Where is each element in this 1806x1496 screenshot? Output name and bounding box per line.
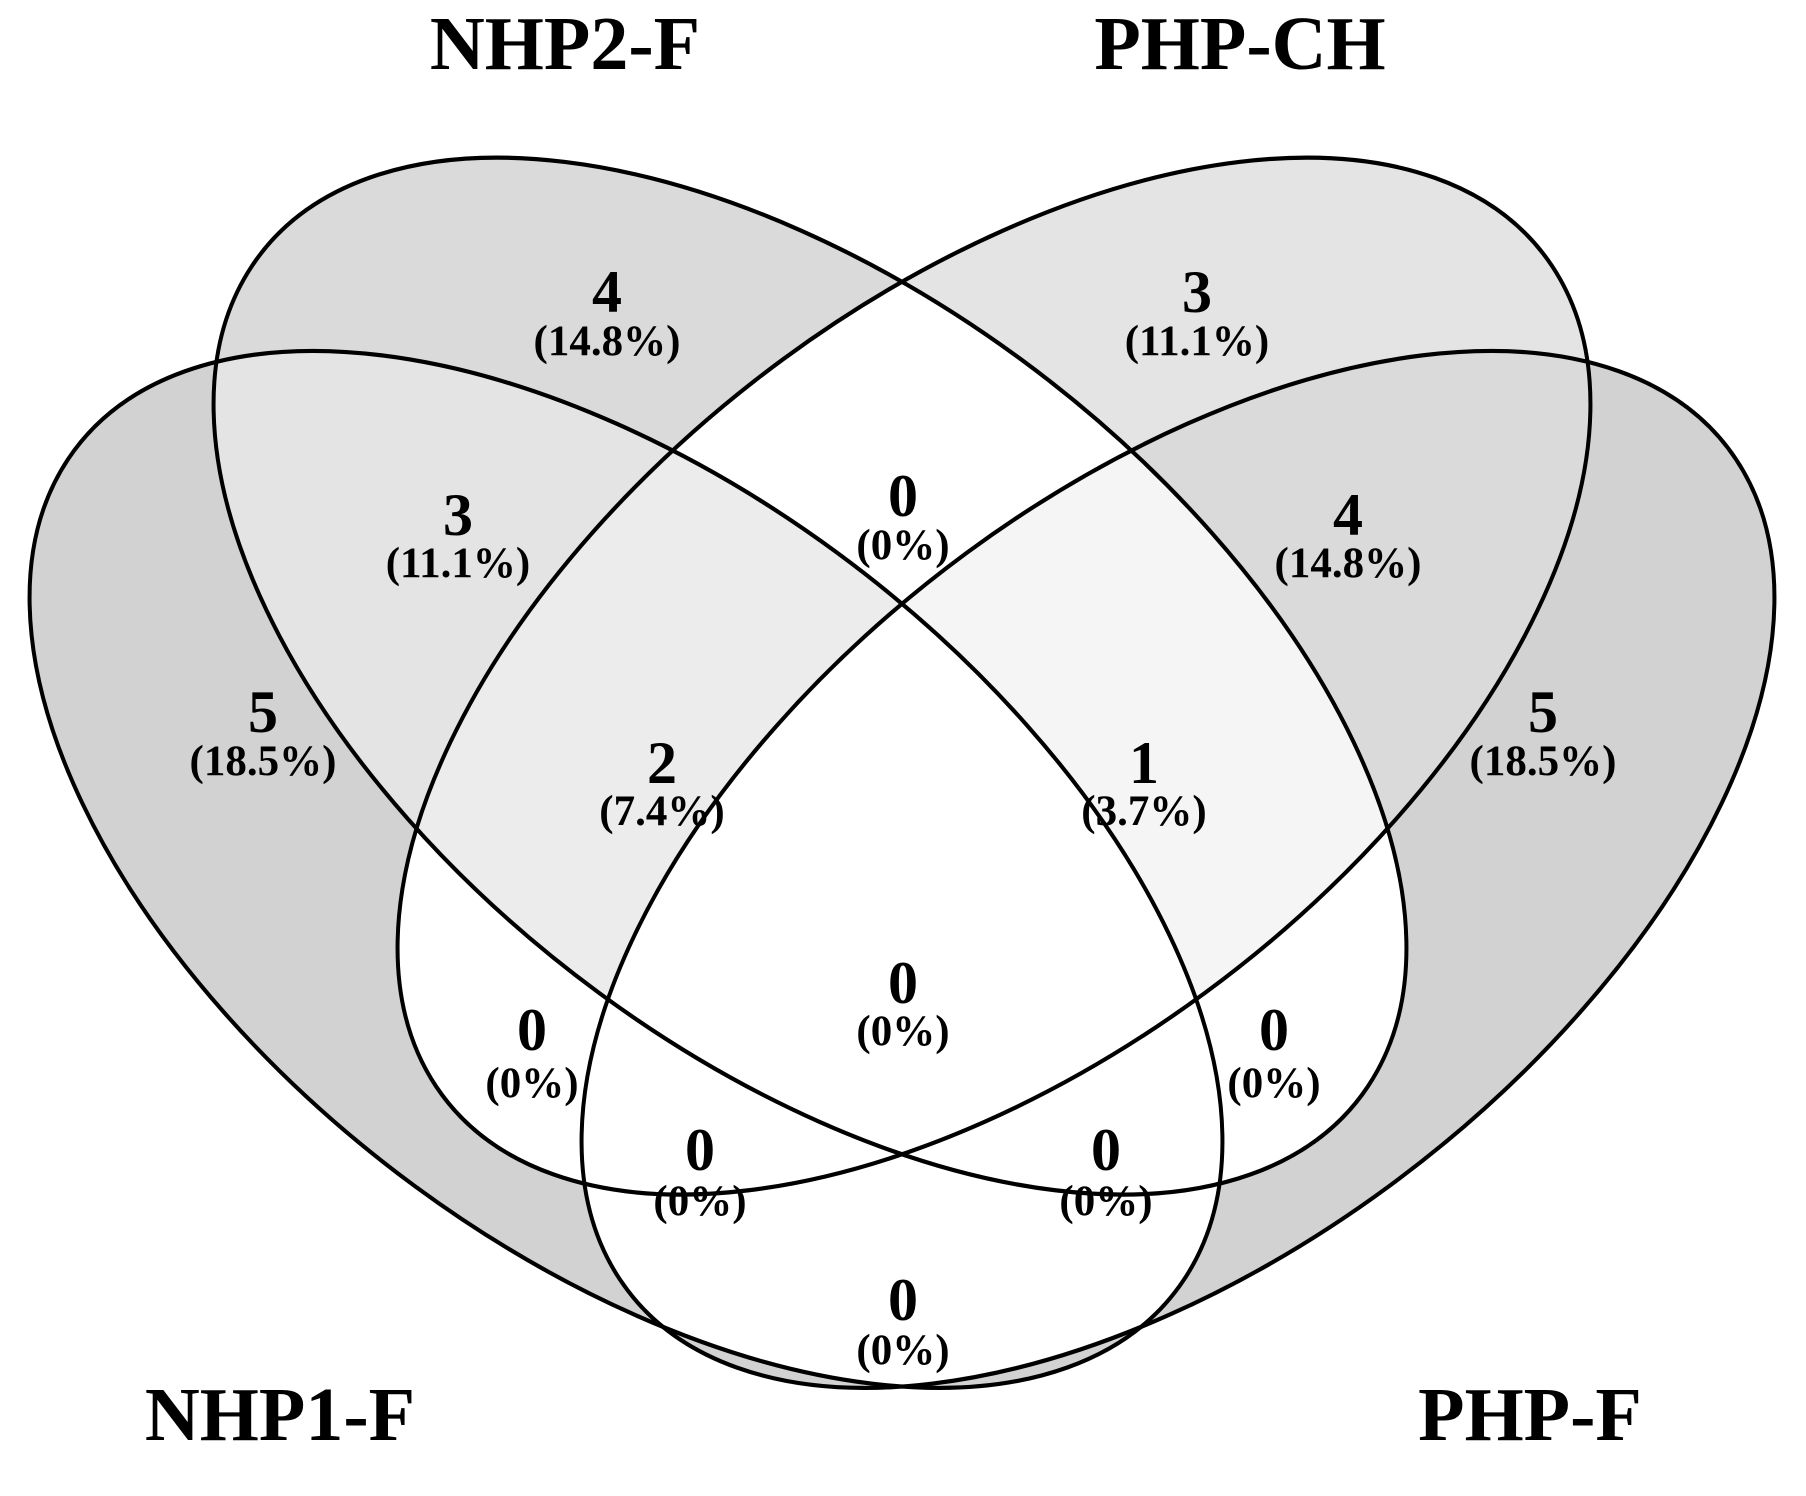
region-nhp2f-pct: (14.8%) [534, 318, 681, 365]
region-nhp2f-phpch-count: 0 [888, 463, 918, 529]
region-nhp2f-phpf-pct: (0%) [1227, 1060, 1320, 1107]
region-nhp1f-nhp2f-phpf-count: 0 [1091, 1117, 1121, 1183]
region-nhp2f-phpch-phpf-pct: (3.7%) [1081, 788, 1206, 835]
region-nhp1f-phpch-phpf-pct: (0%) [653, 1178, 746, 1225]
region-nhp2f-phpch-phpf-count: 1 [1129, 730, 1159, 796]
ellipse-outline-nhp2f [211, 155, 1409, 1197]
region-nhp1f-nhp2f-pct: (11.1%) [386, 540, 531, 587]
region-nhp2f-phpf-count: 0 [1259, 997, 1289, 1063]
region-nhp1f-phpch-pct: (0%) [485, 1060, 578, 1107]
region-nhp1f-phpch-phpf-count: 0 [685, 1117, 715, 1183]
ellipse-outline-phpf [579, 348, 1777, 1390]
region-phpch-pct: (11.1%) [1125, 318, 1270, 365]
region-nhp1f-nhp2f-phpch-count: 2 [647, 730, 677, 796]
region-nhp1f-nhp2f-phpf-pct: (0%) [1059, 1178, 1152, 1225]
region-nhp1f-nhp2f-count: 3 [443, 482, 473, 548]
set-label-phpch: PHP-CH [1094, 2, 1385, 86]
ellipse-outline-nhp1f [27, 348, 1225, 1390]
ellipse-outline-phpch [395, 155, 1593, 1197]
region-nhp1f-phpch-count: 0 [517, 997, 547, 1063]
region-center-all-pct: (0%) [856, 1008, 949, 1055]
region-phpch-phpf-count: 4 [1333, 482, 1363, 548]
set-label-nhp2f: NHP2-F [430, 2, 700, 86]
region-phpf-pct: (18.5%) [1470, 738, 1617, 785]
region-phpf-count: 5 [1528, 679, 1558, 745]
region-phpch-count: 3 [1182, 259, 1212, 325]
region-nhp2f-phpch-pct: (0%) [856, 522, 949, 569]
region-nhp1f-phpf-pct: (0%) [856, 1327, 949, 1374]
region-nhp1f-phpf-count: 0 [888, 1267, 918, 1333]
region-nhp2f-count: 4 [592, 259, 622, 325]
region-phpch-phpf-pct: (14.8%) [1275, 540, 1422, 587]
region-nhp1f-nhp2f-phpch-pct: (7.4%) [599, 788, 724, 835]
set-label-phpf: PHP-F [1418, 1373, 1642, 1457]
set-label-nhp1f: NHP1-F [145, 1373, 415, 1457]
region-nhp1f-count: 5 [248, 679, 278, 745]
region-nhp1f-pct: (18.5%) [190, 738, 337, 785]
region-center-all-count: 0 [888, 950, 918, 1016]
